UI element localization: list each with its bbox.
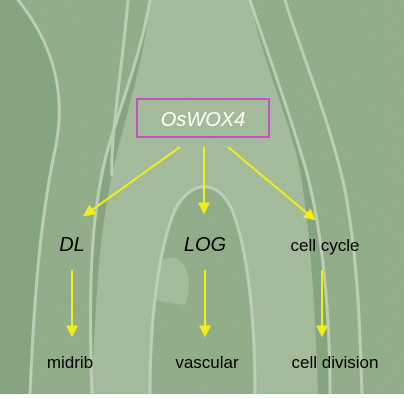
target-label-cell-cycle: cell cycle	[291, 236, 360, 255]
outcome-label-cell-division: cell division	[292, 353, 379, 372]
outcome-label-vascular: vascular	[175, 353, 239, 372]
regulator-label: OsWOX4	[161, 109, 245, 131]
target-label-log: LOG	[184, 234, 226, 256]
outcome-label-midrib: midrib	[47, 353, 93, 372]
target-label-dl: DL	[59, 234, 85, 256]
